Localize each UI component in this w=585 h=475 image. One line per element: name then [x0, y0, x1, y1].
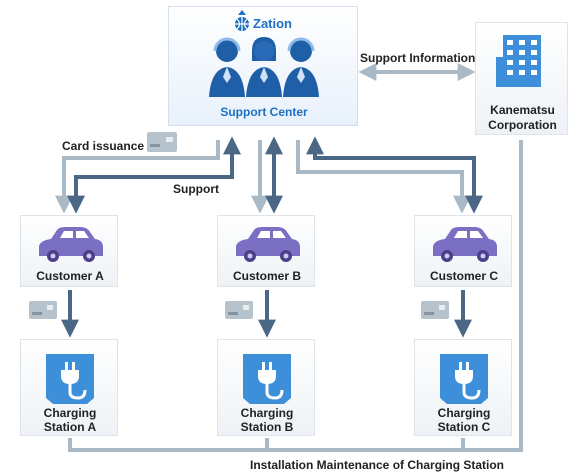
- station-box-a: Charging Station A: [20, 339, 118, 436]
- corporation-label-line1: Kanematsu: [490, 103, 555, 117]
- car-icon: [39, 227, 103, 262]
- station-label-a-line2: Station A: [43, 420, 97, 434]
- customer-box-a: Customer A: [20, 215, 118, 287]
- support-label: Support: [173, 182, 219, 196]
- zation-logo-icon: [235, 10, 249, 31]
- charging-plug-icon: [46, 354, 94, 404]
- station-label-b-line1: Charging: [240, 406, 294, 420]
- station-label-b-line2: Station B: [240, 420, 294, 434]
- customer-box-b: Customer B: [217, 215, 315, 287]
- installation-maintenance-line: [68, 140, 523, 452]
- charging-plug-icon: [440, 354, 488, 404]
- card-issuance-label: Card issuance: [62, 139, 145, 153]
- card-icon: [147, 132, 177, 152]
- card-icon: [29, 301, 57, 319]
- customer-box-c: Customer C: [414, 215, 512, 287]
- station-label-a-line1: Charging: [43, 406, 97, 420]
- card-icon: [225, 301, 253, 319]
- station-box-b: Charging Station B: [217, 339, 315, 436]
- support-center-box: Zation Support Center: [168, 6, 358, 126]
- customer-label-c: Customer C: [429, 269, 498, 283]
- support-center-art: [209, 10, 319, 97]
- card-icon: [421, 301, 449, 319]
- building-icon: [496, 35, 541, 87]
- customer-label-a: Customer A: [36, 269, 104, 283]
- support-line-a: [67, 136, 241, 214]
- charging-plug-icon: [243, 354, 291, 404]
- car-icon: [433, 227, 497, 262]
- corporation-box: Kanematsu Corporation: [475, 22, 568, 135]
- customer-label-b: Customer B: [232, 269, 301, 283]
- car-icon: [236, 227, 300, 262]
- support-information-label: Support Information: [360, 51, 476, 65]
- installation-maintenance-label: Installation Maintenance of Charging Sta…: [250, 458, 505, 472]
- support-center-label: Support Center: [220, 105, 308, 119]
- zation-brand-name: Zation: [253, 16, 292, 31]
- support-line-c: [306, 136, 483, 214]
- corporation-label-line2: Corporation: [488, 118, 557, 132]
- station-label-c-line2: Station C: [437, 420, 491, 434]
- station-label-c-line1: Charging: [437, 406, 491, 420]
- support-person-icon: [209, 37, 319, 97]
- card-issuance-line-c: [296, 140, 471, 214]
- station-box-c: Charging Station C: [414, 339, 512, 436]
